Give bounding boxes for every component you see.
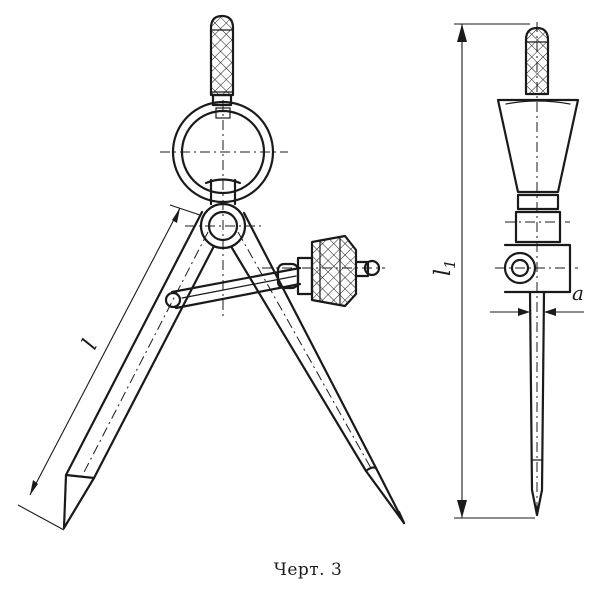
side-head-body [496, 98, 580, 194]
leg-length-dimension: l [17, 204, 201, 531]
side-needle [528, 290, 546, 517]
knurled-handle [209, 14, 235, 107]
compass-side-view: a l1 [431, 22, 584, 519]
left-leg [62, 210, 216, 530]
needle-diameter-dimension: a [490, 281, 584, 316]
compass-front-view: l [17, 14, 406, 531]
needle-dim-label: a [572, 281, 584, 305]
adjustment-knob [262, 234, 385, 308]
hinge-joint [199, 178, 247, 250]
side-hinge [495, 193, 578, 294]
right-leg [230, 211, 406, 525]
total-length-dimension: l1 [431, 23, 535, 519]
leg-length-label: l [78, 336, 103, 354]
figure-caption: Черт. 3 [273, 560, 343, 580]
total-length-label: l1 [431, 259, 459, 276]
